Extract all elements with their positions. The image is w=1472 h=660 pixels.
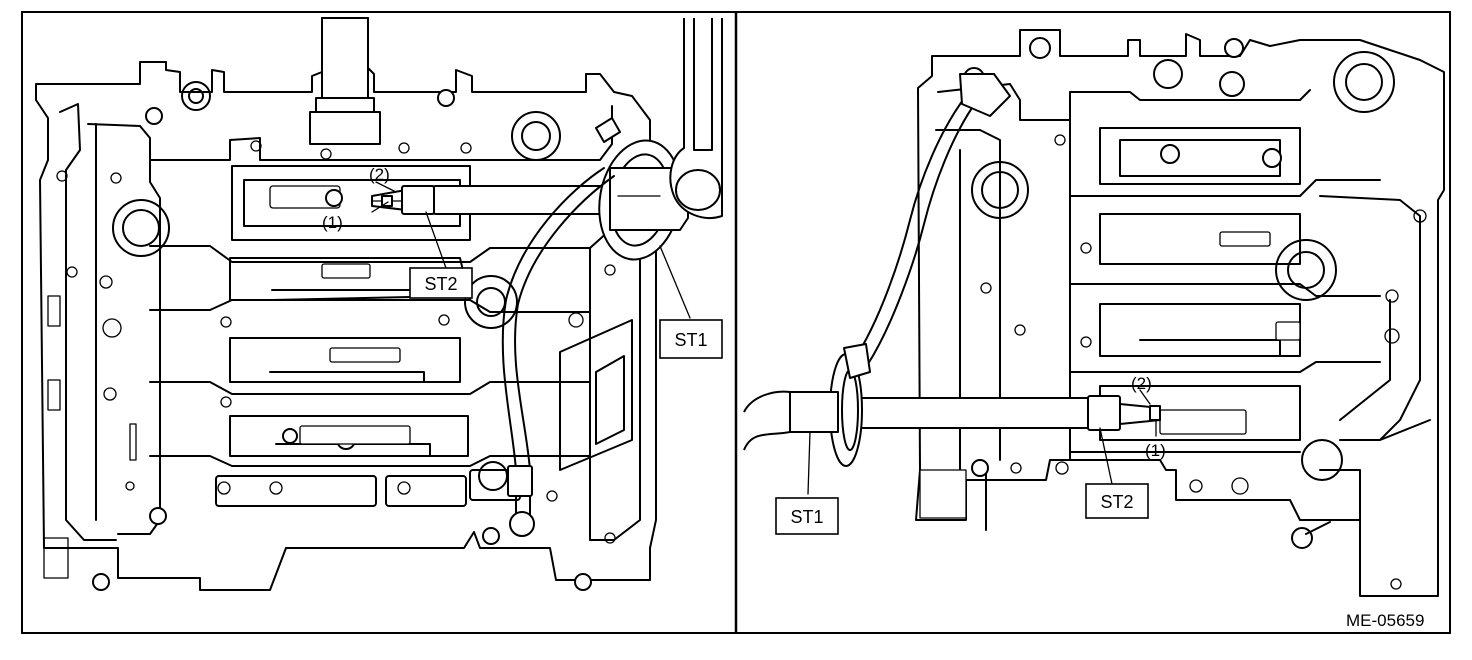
right-st2-label: ST2 bbox=[1085, 483, 1149, 519]
right-st1-label: ST1 bbox=[775, 497, 839, 535]
right-callout-2: (2) bbox=[1131, 374, 1152, 393]
left-callout-1: (1) bbox=[322, 213, 343, 232]
right-engine-block bbox=[915, 29, 1445, 597]
left-st1-label: ST1 bbox=[659, 319, 723, 359]
left-st2-label: ST2 bbox=[409, 267, 473, 299]
right-st1-tool bbox=[743, 73, 1011, 467]
svg-text:ST2: ST2 bbox=[424, 274, 457, 294]
right-st2-tool bbox=[847, 395, 1161, 431]
right-leaders bbox=[807, 389, 1157, 495]
left-callout-2: (2) bbox=[369, 165, 390, 184]
right-panel: (2) (1) ST1 ST2 bbox=[743, 29, 1445, 597]
left-engine-block bbox=[35, 17, 657, 591]
figure-code: ME-05659 bbox=[1346, 611, 1424, 630]
left-st1-tool bbox=[501, 18, 723, 537]
svg-text:ST2: ST2 bbox=[1100, 492, 1133, 512]
svg-text:ST1: ST1 bbox=[674, 330, 707, 350]
right-callout-1: (1) bbox=[1145, 441, 1166, 460]
svg-text:ST1: ST1 bbox=[790, 507, 823, 527]
left-panel: (2) (1) ST2 ST1 bbox=[35, 17, 723, 591]
left-leaders bbox=[371, 181, 691, 319]
